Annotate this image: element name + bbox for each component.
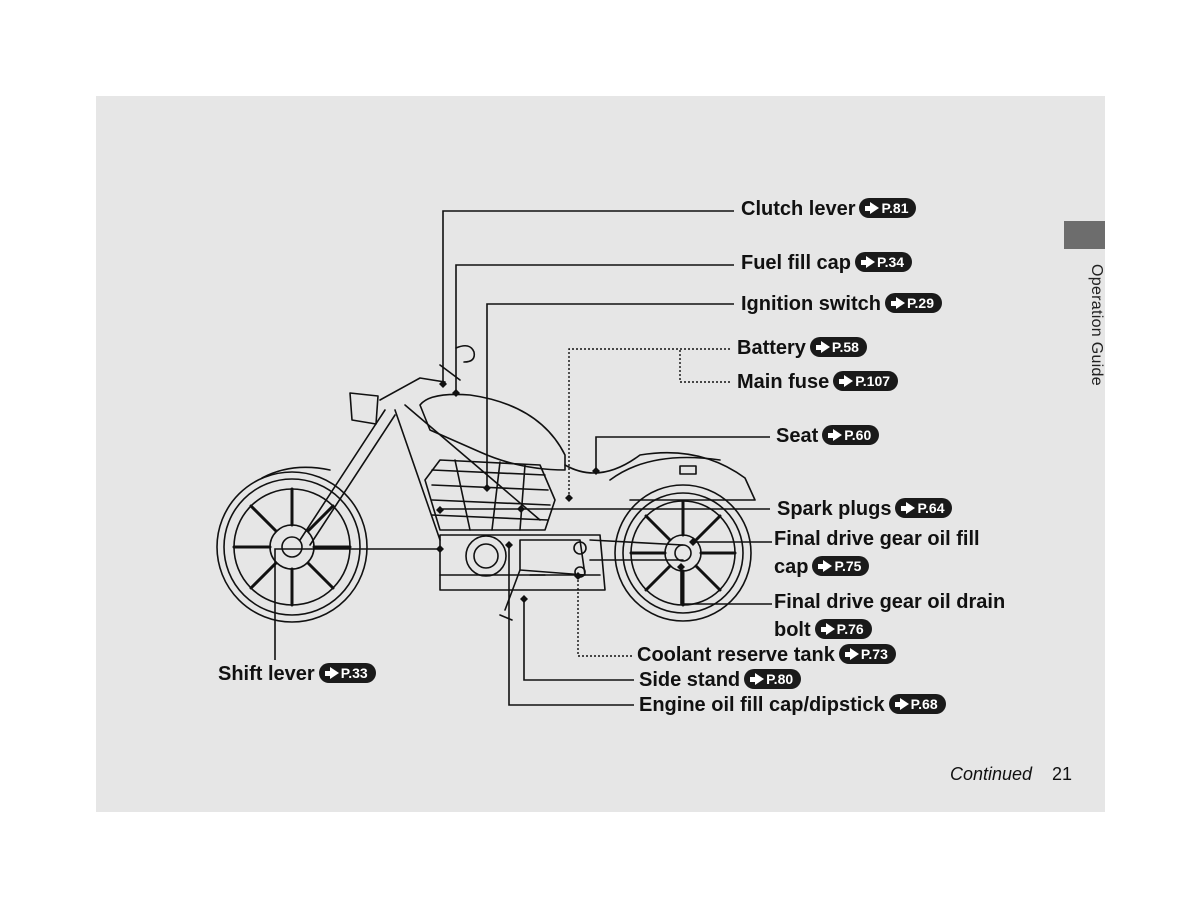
arrow-right-icon: [820, 341, 830, 353]
page-ref-badge[interactable]: P.33: [318, 663, 376, 683]
arrow-right-icon: [844, 375, 854, 387]
page-ref-badge[interactable]: P.76: [814, 619, 872, 639]
arrow-right-icon: [329, 667, 339, 679]
page-ref-badge[interactable]: P.29: [885, 293, 942, 313]
arrow-right-icon: [823, 560, 833, 572]
page-ref-badge[interactable]: P.80: [744, 669, 802, 689]
page-ref-badge[interactable]: P.34: [855, 252, 913, 272]
page-ref-badge[interactable]: P.73: [838, 644, 896, 664]
manual-page: [96, 96, 1105, 812]
arrow-right-icon: [825, 623, 835, 635]
page-ref-badge[interactable]: P.81: [859, 198, 917, 218]
section-tab-marker: [1064, 221, 1105, 249]
page-number: 21: [1052, 764, 1073, 784]
page-ref-badge[interactable]: P.64: [895, 498, 953, 518]
page-ref-badge[interactable]: P.60: [822, 425, 880, 445]
arrow-right-icon: [899, 698, 909, 710]
page-ref-badge[interactable]: P.58: [809, 337, 867, 357]
continued-label: Continued: [950, 764, 1033, 784]
arrow-right-icon: [849, 648, 859, 660]
arrow-right-icon: [906, 502, 916, 514]
arrow-right-icon: [755, 673, 765, 685]
page-ref-badge[interactable]: P.75: [812, 556, 870, 576]
section-tab-label: Operation Guide: [1088, 264, 1105, 386]
arrow-right-icon: [833, 429, 843, 441]
arrow-right-icon: [896, 297, 905, 309]
arrow-right-icon: [866, 256, 876, 268]
page-ref-badge[interactable]: P.68: [888, 694, 946, 714]
arrow-right-icon: [870, 202, 880, 214]
page-ref-badge[interactable]: P.107: [833, 371, 899, 391]
